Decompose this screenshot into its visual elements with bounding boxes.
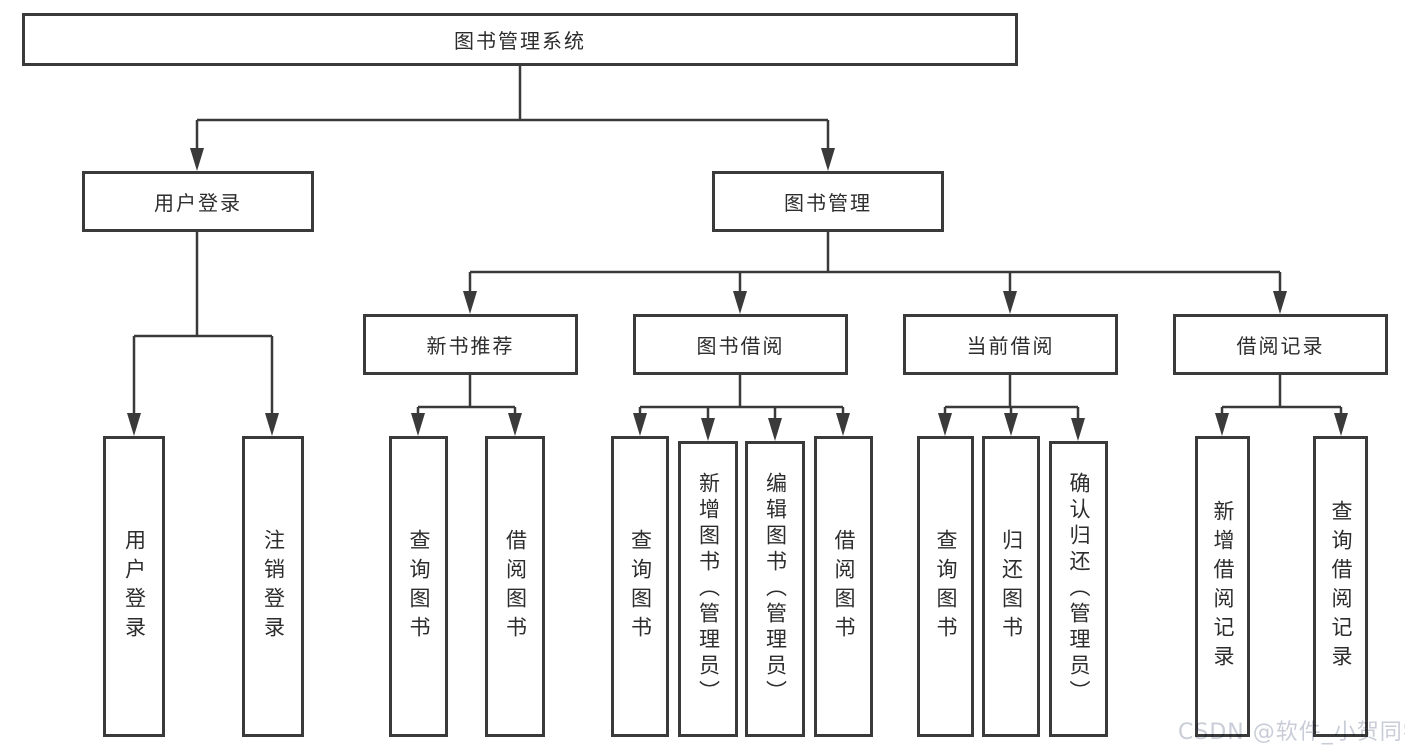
leaf-add-borrow-record: 新增借阅记录 xyxy=(1195,436,1250,737)
leaf-add-books-admin: 新增图书（管理员） xyxy=(678,441,738,737)
leaf-borrow-books-borrowing: 借阅图书 xyxy=(814,436,873,737)
node-borrowing-records: 借阅记录 xyxy=(1173,314,1388,375)
node-new-book-recommend: 新书推荐 xyxy=(363,314,578,375)
node-user-login: 用户登录 xyxy=(82,171,314,232)
leaf-logout: 注销登录 xyxy=(242,436,304,737)
leaf-return-books: 归还图书 xyxy=(982,436,1040,737)
leaf-edit-books-admin: 编辑图书（管理员） xyxy=(745,441,805,737)
csdn-watermark: CSDN @软件_小贺同学 xyxy=(1178,720,1405,745)
leaf-query-borrow-record: 查询借阅记录 xyxy=(1313,436,1368,737)
leaf-query-books-current: 查询图书 xyxy=(917,436,974,737)
leaf-user-login: 用户登录 xyxy=(103,436,165,737)
node-book-borrowing: 图书借阅 xyxy=(633,314,848,375)
leaf-query-books-borrowing: 查询图书 xyxy=(611,436,669,737)
node-book-management: 图书管理 xyxy=(712,171,944,232)
leaf-borrow-books-recommend: 借阅图书 xyxy=(485,436,545,737)
node-current-borrowing: 当前借阅 xyxy=(903,314,1118,375)
node-root: 图书管理系统 xyxy=(22,13,1018,66)
leaf-query-books-recommend: 查询图书 xyxy=(389,436,448,737)
leaf-confirm-return-admin: 确认归还（管理员） xyxy=(1049,441,1108,737)
